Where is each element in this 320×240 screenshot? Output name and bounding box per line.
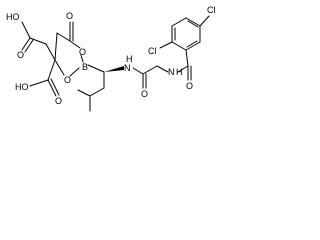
bond-methyl-1 <box>77 89 91 97</box>
bond-n-co-left <box>132 67 144 75</box>
atom-label-cl-top: Cl <box>207 5 216 15</box>
atom-label-h-right: H <box>176 67 183 77</box>
bond-ch2-ch-isobutyl <box>89 87 105 97</box>
atom-label-n-right: N <box>168 67 175 77</box>
bond-ch2-cooh-up <box>29 37 47 45</box>
bond-aryl-inner-3 <box>186 40 198 48</box>
bond-ring-b-o <box>69 67 80 77</box>
bond-b-ch <box>87 64 105 73</box>
atom-label-o-acid-bottom: O <box>55 96 62 106</box>
bond-ring-o-quat <box>54 59 65 76</box>
atom-label-ho-bottom: HO <box>15 82 29 92</box>
atom-label-o-amide-right: O <box>186 81 193 91</box>
benzene-ring <box>171 17 201 51</box>
bond-aryl-1 <box>171 41 187 51</box>
bond-aryl-cl-left <box>159 41 173 49</box>
atom-label-o-acid-top: O <box>17 50 24 60</box>
bond-co-ch2 <box>142 65 158 75</box>
bond-cooh-oh-down <box>29 79 49 87</box>
bond-aryl-cl-top <box>199 15 210 27</box>
bond-co-aryl <box>185 49 189 67</box>
atom-label-ho-top: HO <box>6 12 20 22</box>
atom-label-o-ring-carbonyl: O <box>66 11 73 21</box>
atom-label-o-ring-2: O <box>64 75 71 85</box>
bond-cooh-o-down-2 <box>50 78 60 96</box>
bond-n-co-right <box>177 65 189 73</box>
bond-aryl-3 <box>171 17 187 27</box>
bond-cooh-o-up-1 <box>21 37 31 51</box>
bond-quat-ch2-up <box>45 43 56 61</box>
bond-ring-top <box>56 32 71 42</box>
atom-label-h-left: H <box>126 54 133 64</box>
bond-ch2-n-right <box>156 65 169 73</box>
bond-quat-cooh-down <box>47 59 56 81</box>
bond-ring-c-o <box>69 40 81 49</box>
atom-label-o-amide-left: O <box>141 89 148 99</box>
atom-label-b: B <box>82 62 88 72</box>
bond-ring-quat-ch2 <box>54 32 58 61</box>
bond-cooh-oh-up <box>21 21 31 39</box>
bond-cooh-o-up-2 <box>24 39 34 53</box>
bond-aryl-inner-2 <box>187 20 199 28</box>
bond-cooh-o-down-1 <box>47 79 57 97</box>
bond-aryl-6 <box>185 41 201 51</box>
chemical-structure-diagram: HO O O B O HO O O N H O N H O Cl Cl <box>6 5 216 112</box>
bond-aryl-4 <box>185 17 201 27</box>
dioxaborinane-ring <box>54 32 84 77</box>
stereo-wedge-bond <box>104 66 124 72</box>
atom-label-n-left: N <box>124 63 131 73</box>
atom-label-o-ring-1: O <box>79 47 86 57</box>
atom-label-cl-left: Cl <box>148 46 157 56</box>
bond-ring-o-b <box>80 54 84 63</box>
